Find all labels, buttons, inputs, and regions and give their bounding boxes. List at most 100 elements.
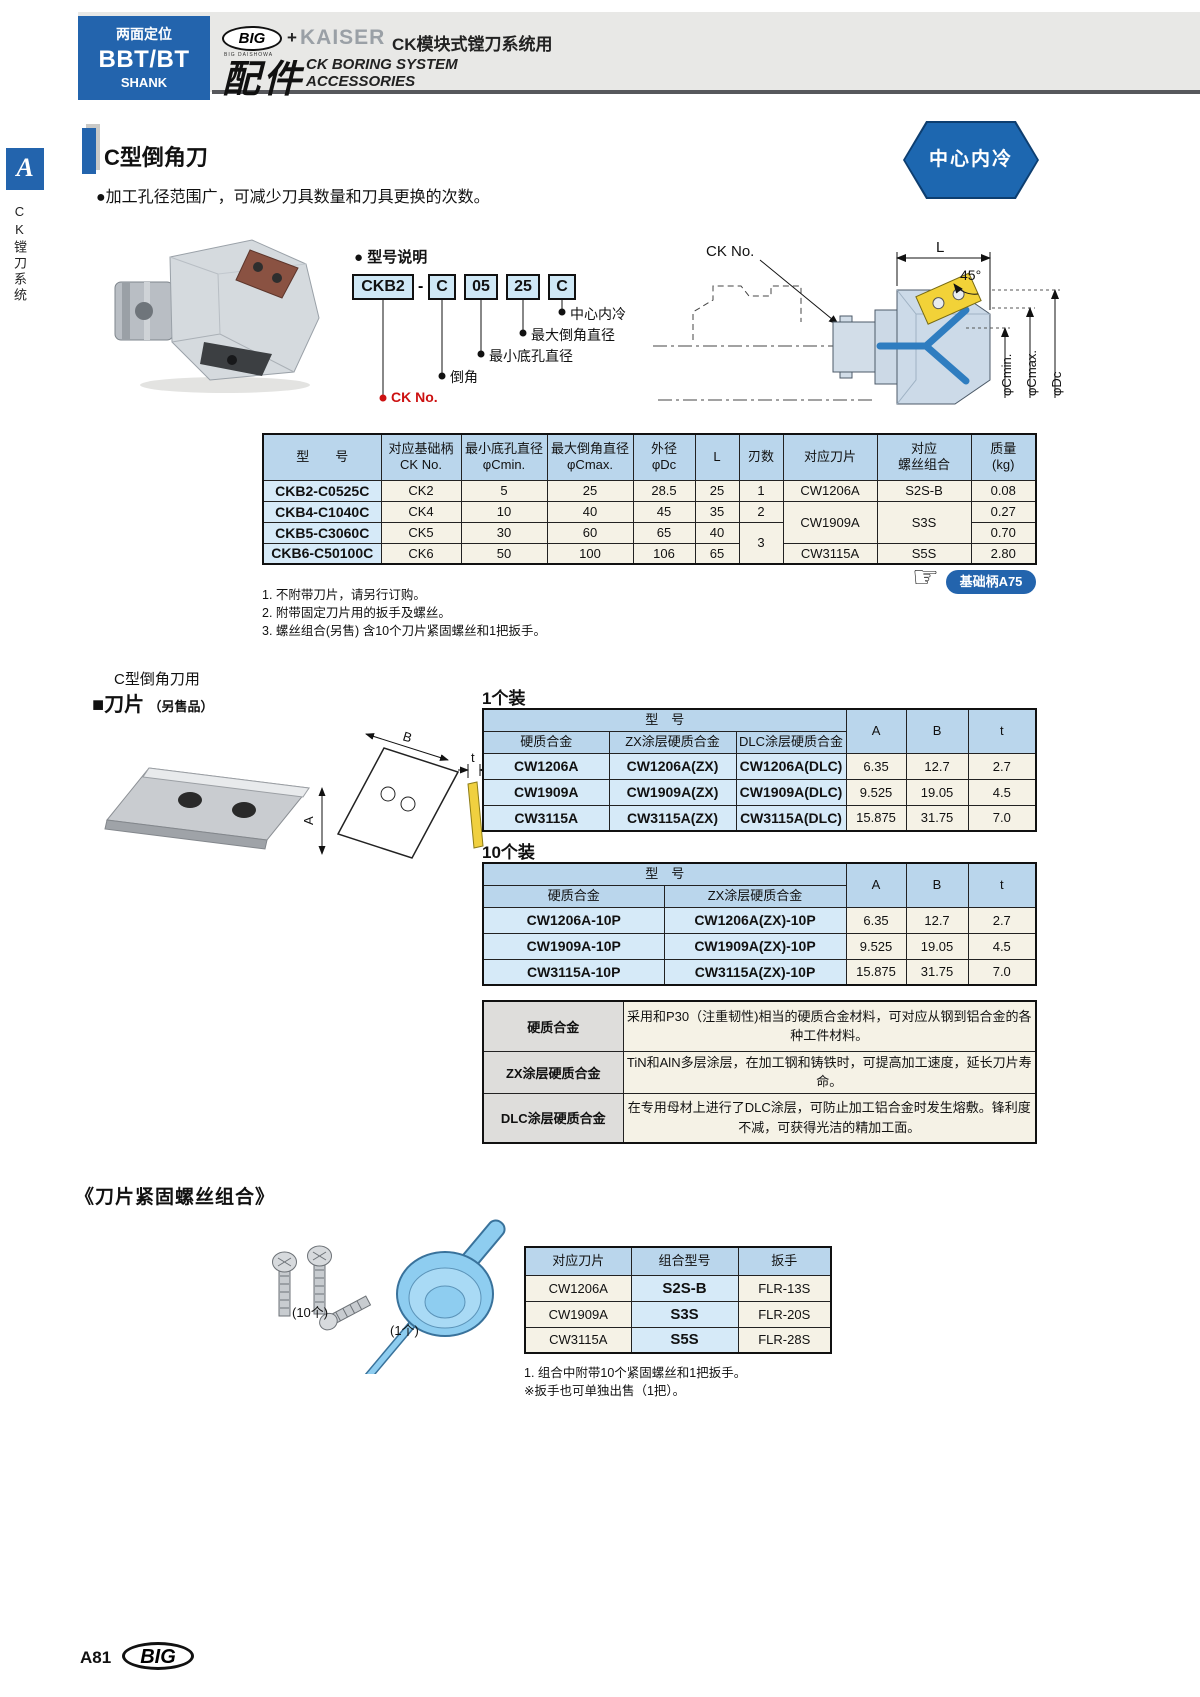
insert-title-note: （另售品） (148, 699, 214, 714)
product-photo-boring-head (114, 239, 320, 393)
model-code-chamfer: C (428, 274, 456, 300)
l-cell: 25 (694, 479, 740, 502)
dim-t-label: t (471, 750, 475, 765)
insert-title-row: ■刀片 （另售品） (92, 688, 214, 717)
big-logo-text: BIG (238, 30, 266, 47)
weight-cell: 0.70 (970, 521, 1037, 544)
material-description: 采用和P30（注重韧性)相当的硬质合金材料，可对应从钢到铝合金的各种工件材料。 (622, 1000, 1037, 1052)
hand-pointer-icon: ☞ (912, 561, 939, 594)
table-row: CW1909A-10P CW1909A(ZX)-10P 9.525 19.05 … (482, 932, 1037, 960)
ck-cell: CK6 (380, 542, 462, 565)
pack1-header-a: A (845, 708, 907, 754)
cmin-cell: 50 (460, 542, 548, 565)
big-logo: BIG (222, 26, 282, 51)
series-title-en-1: CK BORING SYSTEM (306, 56, 458, 73)
screwset-header-wrench: 扳手 (737, 1246, 832, 1276)
insert-title: ■刀片 (92, 694, 145, 716)
edges-cell: 1 (738, 479, 784, 502)
table-row: CKB4-C1040C CK4 10 40 45 35 2 CW1909A S3… (262, 500, 1037, 544)
cmax-cell: 25 (546, 479, 634, 502)
section-index-badge: A (6, 148, 44, 190)
cmax-cell: 60 (546, 521, 634, 544)
table-row: CKB2-C0525C CK2 5 25 28.5 25 1 CW1206A S… (262, 479, 1037, 502)
dim-t-cell: 4.5 (967, 778, 1037, 806)
legend-label-cmin: 最小底孔直径 (489, 348, 573, 364)
title-bar (82, 128, 96, 174)
dim-a-cell: 15.875 (845, 958, 907, 986)
model-code-dash: - (418, 278, 424, 295)
table-row: DLC涂层硬质合金 在专用母材上进行了DLC涂层，可防止加工铝合金时发生熔敷。锋… (482, 1092, 1037, 1144)
pack1-col-dlc: DLC涂层硬质合金 (735, 730, 847, 754)
l-cell: 35 (694, 500, 740, 523)
cmin-cell: 5 (460, 479, 548, 502)
material-table-wrap: 硬质合金 采用和P30（注重韧性)相当的硬质合金材料，可对应从钢到铝合金的各种工… (482, 1000, 1037, 1144)
dim-a-cell: 6.35 (845, 906, 907, 934)
pack1-header-t: t (967, 708, 1037, 754)
dimension-diagram: CK No. L 45° φCmin. φCmax. φDc (653, 239, 1064, 405)
model-cell: CKB5-C3060C (262, 521, 382, 544)
cmax-cell: 100 (546, 542, 634, 565)
table-row: ZX涂层硬质合金 TiN和AlN多层涂层，在加工钢和铸铁时，可提高加工速度，延长… (482, 1050, 1037, 1094)
weight-cell: 2.80 (970, 542, 1037, 565)
screw-cell: S2S-B (876, 479, 972, 502)
screwset-table: 对应刀片 组合型号 扳手 CW1206A S2S-B FLR-13S CW190… (524, 1246, 832, 1354)
ck-cell: CK5 (380, 521, 462, 544)
page-title: C型倒角刀 (104, 145, 208, 170)
table-row: CW1206A CW1206A(ZX) CW1206A(DLC) 6.35 12… (482, 752, 1037, 780)
dc-cell: 28.5 (632, 479, 696, 502)
pack1-table-wrap: 型 号 A B t 硬质合金 ZX涂层硬质合金 DLC涂层硬质合金 CW1206… (482, 708, 1038, 832)
material-table: 硬质合金 采用和P30（注重韧性)相当的硬质合金材料，可对应从钢到铝合金的各种工… (482, 1000, 1037, 1144)
model-code-cmax: 25 (506, 274, 540, 300)
screws-photo (272, 1245, 372, 1331)
wrench-cell: FLR-28S (737, 1326, 832, 1354)
pack10-header-b: B (905, 862, 969, 908)
pack1-header-model: 型 号 (482, 708, 847, 732)
blade-cell: CW3115A (524, 1326, 632, 1354)
dim-t-cell: 2.7 (967, 906, 1037, 934)
ck-cell: CK2 (380, 479, 462, 502)
model-cell: CW3115A (482, 804, 610, 832)
dim-t-cell: 7.0 (967, 958, 1037, 986)
material-label: ZX涂层硬质合金 (482, 1050, 624, 1094)
diagram-ck-no-label: CK No. (706, 243, 754, 260)
model-cell: CW1909A(ZX)-10P (663, 932, 847, 960)
edges-cell: 2 (738, 500, 784, 523)
header-underline (212, 90, 1200, 94)
dim-a-label: A (301, 816, 316, 825)
model-cell: CW3115A(DLC) (735, 804, 847, 832)
diagram-cmax-label: φCmax. (1024, 350, 1039, 396)
blade-cell: CW1909A (524, 1300, 632, 1328)
header-band (78, 12, 1200, 92)
l-cell: 65 (694, 542, 740, 565)
model-cell: CW1206A(ZX)-10P (663, 906, 847, 934)
pack10-title: 10个装 (482, 843, 535, 862)
l-cell: 40 (694, 521, 740, 544)
shank-label: SHANK (120, 75, 168, 90)
material-label: 硬质合金 (482, 1000, 624, 1052)
dim-a-cell: 15.875 (845, 804, 907, 832)
wrench-cell: FLR-20S (737, 1300, 832, 1328)
model-code-cmin: 05 (464, 274, 498, 300)
cmin-cell: 30 (460, 521, 548, 544)
pack10-col-zx: ZX涂层硬质合金 (663, 884, 847, 908)
pack1-title: 1个装 (482, 689, 526, 708)
dc-cell: 106 (632, 542, 696, 565)
model-cell: CW1206A(ZX) (608, 752, 737, 780)
weight-cell: 0.27 (970, 500, 1037, 523)
insert-dimension-diagram: B A t (301, 729, 485, 859)
pack10-table-wrap: 型 号 A B t 硬质合金 ZX涂层硬质合金 CW1206A-10P CW12… (482, 862, 1038, 986)
diagram-dc-label: φDc (1049, 371, 1064, 396)
dim-t-cell: 2.7 (967, 752, 1037, 780)
note-1: 1. 不附带刀片，请另行订购。 (262, 588, 426, 602)
material-description: 在专用母材上进行了DLC涂层，可防止加工铝合金时发生熔敷。锋利度不减，可获得光洁… (622, 1092, 1037, 1144)
base-holder-page-link[interactable]: 基础柄A75 (946, 570, 1036, 594)
table-row: CKB5-C3060C CK5 30 60 65 40 3 0.70 (262, 521, 1037, 565)
dim-b-cell: 31.75 (905, 804, 969, 832)
edges-cell-merged: 3 (738, 521, 784, 565)
dim-t-cell: 7.0 (967, 804, 1037, 832)
col-header-edges: 刃数 (738, 433, 784, 481)
legend-label-coolant: 中心内冷 (570, 306, 626, 322)
